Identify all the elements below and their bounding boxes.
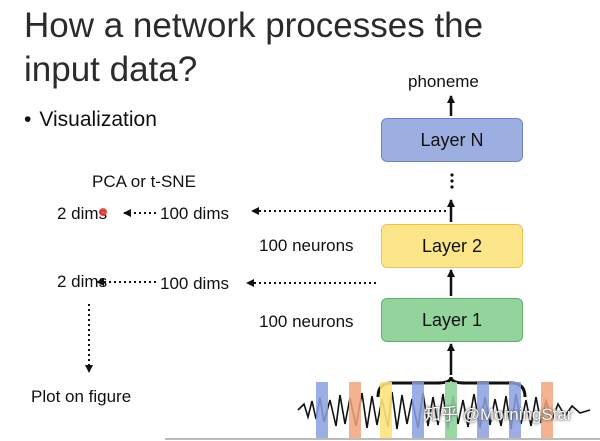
- layer-1-box: Layer 1: [381, 298, 523, 342]
- frame-blue: [477, 382, 489, 439]
- frame-blue: [509, 382, 521, 439]
- frame-yellow: [380, 382, 392, 439]
- ellipsis-dot: [450, 185, 454, 189]
- layer-n-box: Layer N: [381, 118, 523, 162]
- bullet-text: Visualization: [39, 108, 157, 131]
- phoneme-label: phoneme: [408, 72, 479, 91]
- frame-blue: [316, 382, 328, 439]
- frame-blue: [412, 382, 424, 439]
- upper-100dims-label: 100 dims: [160, 204, 229, 223]
- bullet-visualization: • Visualization: [24, 108, 157, 132]
- bullet-dot: •: [24, 108, 32, 131]
- cursor-dot: [99, 208, 107, 216]
- lower-100dims-label: 100 dims: [160, 274, 229, 293]
- layer-2-box: Layer 2: [381, 224, 523, 268]
- audio-waveform: [297, 391, 591, 430]
- frame-green: [445, 382, 457, 439]
- plot-on-figure-label: Plot on figure: [31, 387, 132, 406]
- frame-orange: [349, 382, 361, 439]
- watermark: 知乎 @MorningStar: [424, 405, 573, 424]
- page-title: How a network processes the input data?: [24, 4, 483, 92]
- layer2-neurons-label: 100 neurons: [259, 236, 354, 255]
- title-line-1: How a network processes the: [24, 6, 484, 45]
- ellipsis-dot: [450, 173, 454, 177]
- frame-orange: [541, 382, 553, 439]
- lower-2dims-label: 2 dims: [57, 272, 108, 291]
- pca-tsne-label: PCA or t-SNE: [92, 172, 196, 191]
- upper-2dims-label: 2 dims: [57, 204, 108, 223]
- ellipsis-dot: [450, 179, 454, 183]
- layer1-neurons-label: 100 neurons: [259, 312, 354, 331]
- title-line-2: input data?: [24, 50, 198, 89]
